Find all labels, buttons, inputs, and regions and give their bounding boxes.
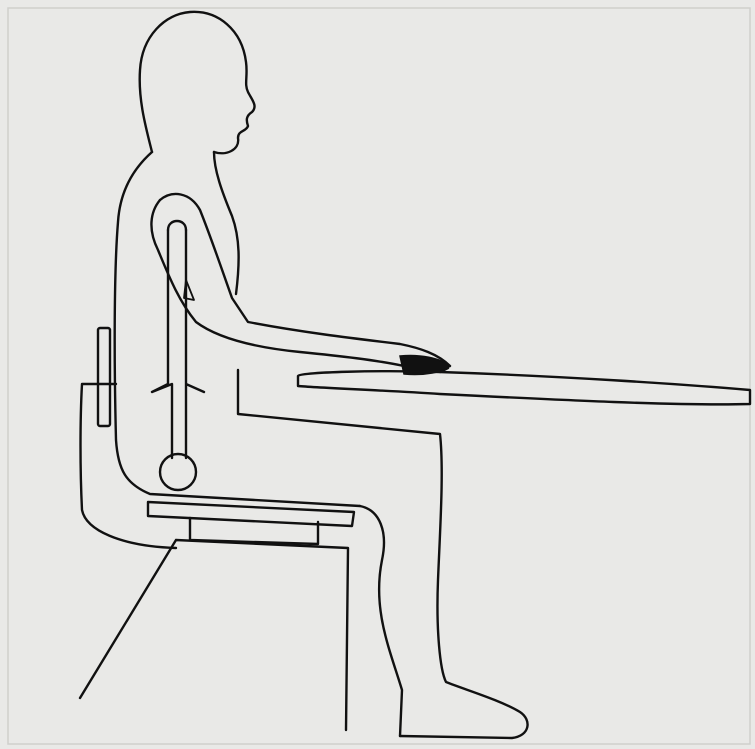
- bone-top: [168, 221, 186, 230]
- upper-arm-outline: [160, 194, 450, 366]
- seated-person-outline: [115, 12, 528, 738]
- arm-bone-marker: [152, 221, 204, 490]
- chair-backrest-pad: [98, 328, 110, 426]
- forearm-outline: [151, 200, 448, 372]
- desk-surface: [298, 371, 750, 404]
- bone-joint-ball: [160, 454, 196, 490]
- arm-outline: [151, 194, 450, 375]
- chair-base: [80, 540, 348, 730]
- calf-outline: [360, 506, 402, 736]
- back-outline: [115, 152, 360, 506]
- chair-seat: [148, 502, 354, 526]
- chair: [80, 328, 354, 730]
- bone-shaft: [152, 230, 204, 458]
- head-outline: [140, 12, 255, 153]
- desk-top: [298, 371, 750, 404]
- torso-front-outline: [214, 152, 239, 294]
